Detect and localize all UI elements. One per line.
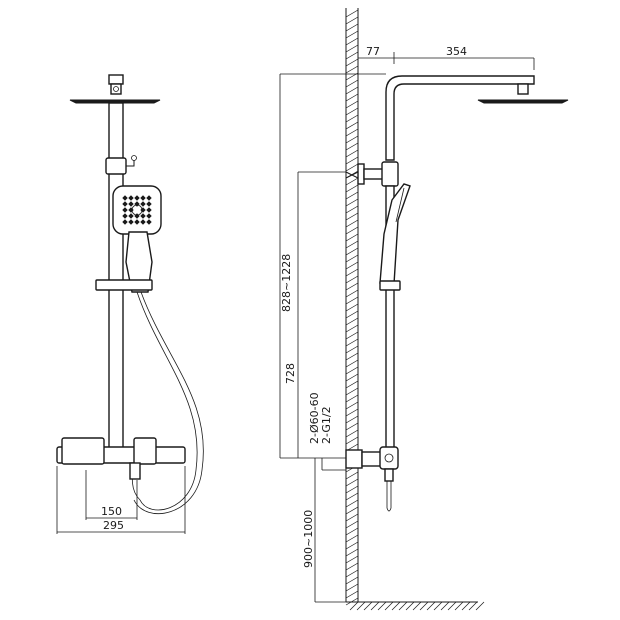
arm-length-dimension: 354 [446,45,467,58]
inlet-center-dimension: 150 [101,505,122,518]
shower-head-swivel [110,83,122,95]
valve-head-side [379,446,399,470]
pipe-offset-dimension: 77 [366,45,380,58]
hand-shower-grip [125,231,153,293]
valve-width-dimension: 295 [103,519,124,532]
valve-fitting-side [361,451,383,467]
valve-outlet-side [384,468,394,482]
hand-shower-center-icon [131,204,143,216]
overhead-shower-head-side [477,99,569,104]
inlet-spacing-dimension: 2-Ø60-60 [308,392,321,444]
bracket-height-dimension: 728 [284,363,297,384]
shower-arm-connector [108,74,124,85]
front-view: 150 295 [56,74,204,534]
wall-hatching [345,9,359,606]
slider-knob [105,157,127,175]
floor-hatching [349,601,485,611]
valve-knob-side-icon [384,453,394,463]
hand-shower-holder [95,279,153,291]
valve-body-side [345,449,363,469]
valve-outlet [129,462,141,480]
hose-side [386,481,392,512]
valve-right-knob [133,437,157,465]
valve-left-knob [61,437,105,465]
slider-lever-icon [131,155,137,161]
hand-shower-side [379,183,411,285]
height-range-dimension: 828~1228 [280,254,293,312]
wall-bracket-arm [363,168,385,180]
inlet-thread-dimension: 2-G1/2 [320,406,333,444]
mount-height-dimension: 900~1000 [302,510,315,568]
wall-bracket-plate [357,163,365,185]
overhead-head-connector-side [517,83,529,95]
swivel-ball-icon [113,86,119,92]
hand-shower-head [112,185,162,235]
shower-arm-side [385,75,535,161]
wall-bracket-clamp [381,161,399,187]
holder-side [379,280,401,291]
side-view: 77 354 828~1228 728 2-Ø60-60 2-G1/2 900~… [279,8,569,611]
shower-hose-front [131,291,198,511]
